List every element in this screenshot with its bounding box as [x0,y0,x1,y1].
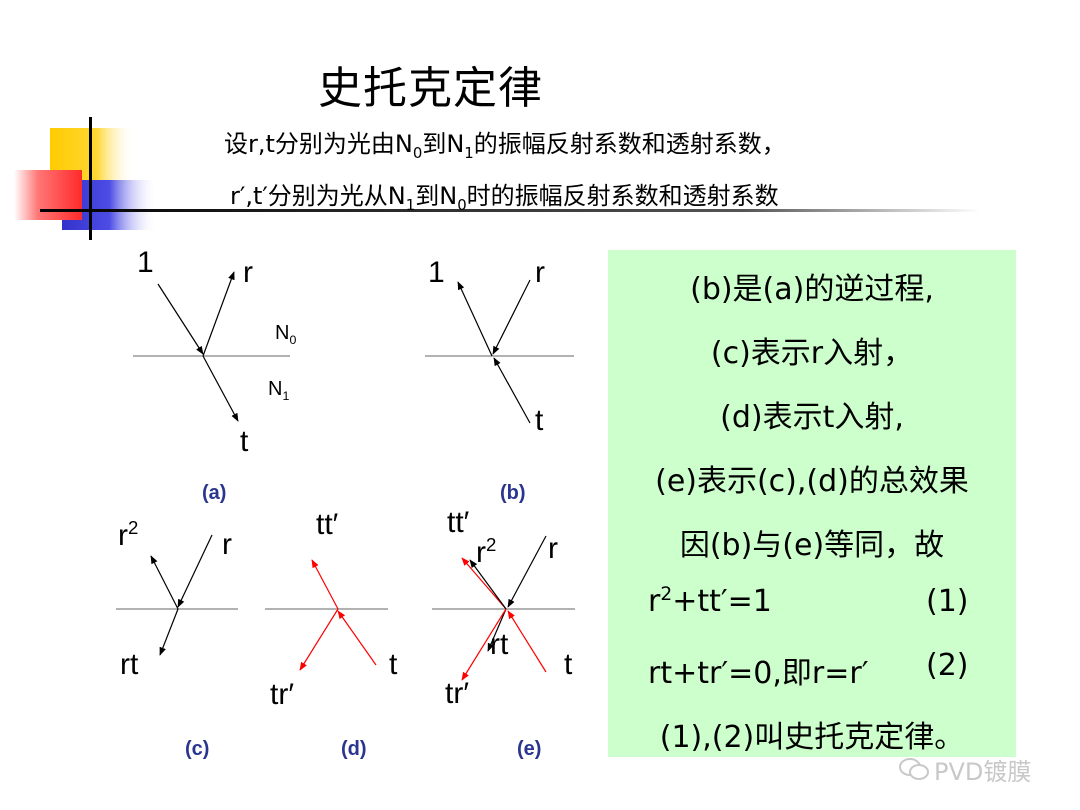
diagram-c [116,534,238,656]
label-r: r [535,256,545,289]
label-r-squared: r2 [118,517,139,552]
ray-diagrams [116,271,575,681]
label-tr-prime: tr′ [270,678,294,711]
explanation-panel: (b)是(a)的逆过程, (c)表示r入射， (d)表示t入射, (e)表示(c… [608,250,1016,757]
reflected-ray [150,555,179,610]
reversed-transmitted-ray [493,357,531,424]
incident-ray-t [507,610,547,673]
label-r: r [243,256,253,289]
label-r: r [222,528,232,561]
caption-c: (c) [185,738,210,760]
label-t: t [564,648,573,681]
description-line-1: 设r,t分别为光由N0到N1的振幅反射系数和透射系数， [224,130,786,162]
caption-b: (b) [500,482,526,504]
transmitted-ray-rt [487,608,507,652]
transmitted-ray-tt [461,557,507,610]
equation-2-number: (2) [926,648,969,683]
reflected-ray-tr [461,608,507,681]
caption-a: (a) [202,482,227,504]
label-tr-prime: tr′ [445,677,469,710]
explanation-line: 因(b)与(e)等同，故 [679,528,945,563]
decorative-logo [14,117,980,240]
equation-1-number: (1) [926,584,969,619]
label-n1: N1 [268,378,290,403]
label-tt-prime: tt′ [447,506,470,539]
incident-ray [507,535,547,608]
equation-2: rt+tr′=0,即r=r′ [648,656,869,691]
explanation-line: (e)表示(c),(d)的总效果 [655,464,969,499]
incident-ray [337,610,377,666]
explanation-line: (d)表示t入射, [720,400,904,435]
incident-ray [177,534,213,608]
label-1: 1 [137,246,154,279]
diagram-d [265,559,388,671]
slide-title: 史托克定律 [318,63,543,114]
transmitted-ray [311,559,339,610]
label-n0: N0 [275,322,297,347]
explanation-line: (b)是(a)的逆过程, [690,272,934,307]
wechat-icon [899,758,929,780]
diagram-a [133,271,290,422]
reflected-ray-r2 [469,559,507,610]
transmitted-ray [159,608,179,656]
caption-e: (e) [517,738,542,760]
label-t: t [389,648,398,681]
reversed-reflected-ray [492,279,531,355]
transmitted-ray [202,355,239,422]
label-t: t [535,404,544,437]
description-line-2: r′,t′分别为光从N1到N0时的振幅反射系数和透射系数 [230,182,779,214]
reversed-incident-ray [457,281,493,357]
explanation-line: (1),(2)叫史托克定律。 [659,720,965,755]
watermark-text: PVD镀膜 [934,758,1032,786]
label-t: t [240,425,249,458]
incident-ray [157,283,204,355]
diagram-b [425,279,574,424]
label-rt: rt [490,628,509,661]
explanation-line: (c)表示r入射， [710,336,914,371]
label-r: r [548,532,558,565]
label-r-squared: r2 [476,534,497,569]
label-rt: rt [120,648,139,681]
caption-d: (d) [341,738,367,760]
reflected-ray [202,271,235,357]
label-tt-prime: tt′ [316,508,339,541]
reflected-ray [299,608,339,671]
diagram-e [432,535,575,681]
label-1: 1 [428,256,445,289]
equation-1: r2+tt′=1 [648,584,772,619]
